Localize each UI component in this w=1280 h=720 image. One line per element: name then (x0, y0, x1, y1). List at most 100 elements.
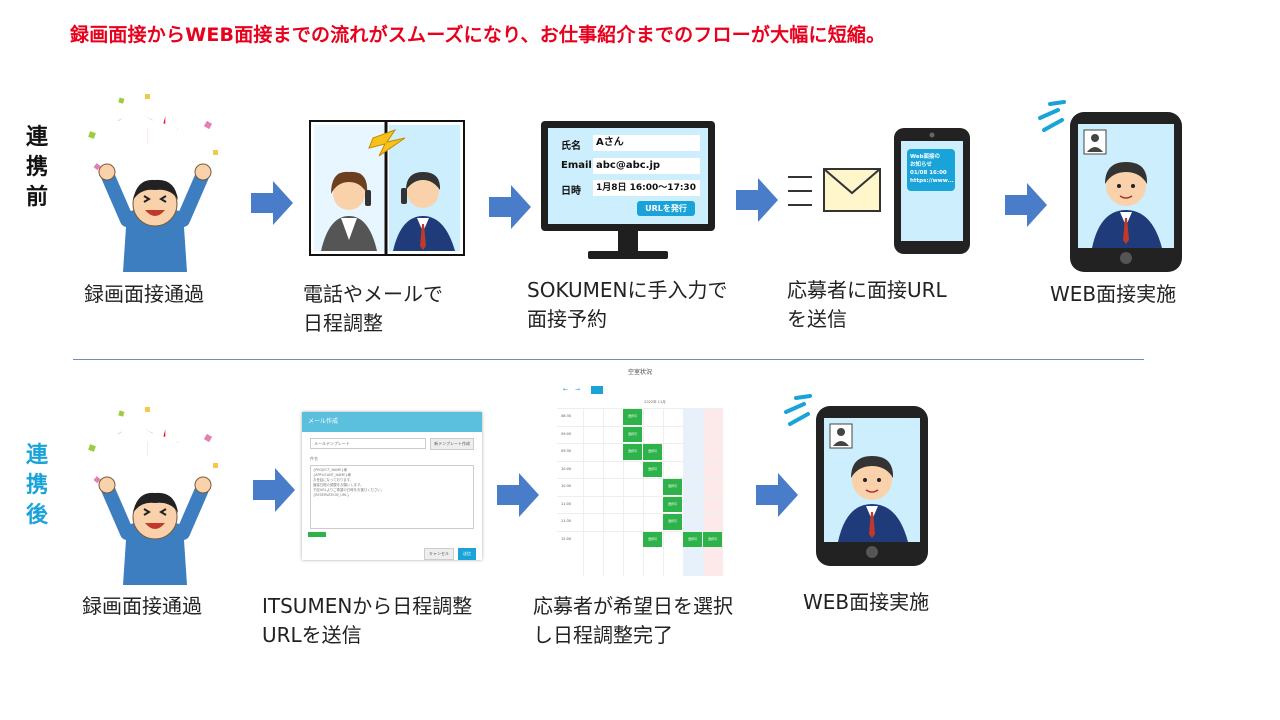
calendar-available-slot[interactable]: 選択可 (623, 426, 642, 442)
calendar-available-slot[interactable]: 選択可 (623, 444, 642, 460)
calendar-day-column (623, 408, 644, 576)
calendar-available-slot[interactable]: 選択可 (643, 531, 662, 547)
sms-message: Web面接の お知らせ 01/08 16:00 https://www... (910, 153, 956, 185)
tablet-video-interview-illustration (782, 394, 932, 566)
caption-line: 電話やメールで (303, 282, 443, 306)
today-button[interactable] (591, 386, 603, 394)
monitor-form-illustration: 氏名 Email 日時 Aさん abc@abc.jp 1月8日 16:00～17… (541, 121, 715, 263)
flow-arrow (251, 181, 293, 225)
calendar-title: 空室状況 (627, 369, 652, 376)
after-label-char: 連 (25, 443, 48, 468)
headline: 録画面接からWEB面接までの流れがスムーズになり、お仕事紹介までのフローが大幅に… (70, 24, 886, 46)
mail-composer-window: メール作成 メールテンプレート 新テンプレート作成 件名 {PROJECT_NA… (302, 412, 482, 560)
calendar-available-slot[interactable]: 選択可 (703, 531, 722, 547)
calendar-day-column (603, 408, 624, 576)
calendar-time-label: 11:30 (561, 519, 572, 523)
before-step5-caption: WEB面接実施 (1050, 280, 1176, 309)
calendar-row-line (557, 460, 723, 462)
caption-line: 応募者に面接URL (787, 278, 947, 302)
cancel-button[interactable]: キャンセル (424, 548, 454, 560)
calendar-time-label: 11:00 (561, 501, 572, 506)
sms-line: お知らせ (910, 162, 932, 168)
flow-arrow (756, 473, 798, 517)
before-label-char: 連 (25, 125, 48, 150)
attach-badge (308, 532, 326, 537)
caption-line: SOKUMENに手入力で (527, 278, 728, 302)
calendar-time-label: 10:30 (561, 484, 572, 488)
calendar-available-slot[interactable]: 選択可 (663, 514, 682, 530)
after-row-label: 連 携 後 (22, 441, 52, 531)
before-label-char: 前 (25, 185, 48, 210)
body-line: 面接日程の調整をお願いします。 (313, 483, 364, 487)
caption-line: 応募者が希望日を選択 (533, 594, 733, 618)
caption-line: 日程調整 (303, 311, 383, 335)
calendar-row-line (557, 495, 723, 497)
after-step4-caption: WEB面接実施 (803, 588, 929, 617)
calendar-available-slot[interactable]: 選択可 (683, 531, 702, 547)
calendar-available-slot[interactable]: 選択可 (643, 444, 662, 460)
smartphone-icon: Web面接の お知らせ 01/08 16:00 https://www... (893, 127, 971, 255)
form-value-datetime: 1月8日 16:00～17:30 (593, 180, 700, 196)
calendar-available-slot[interactable]: 選択可 (623, 409, 642, 425)
tablet-video-interview-illustration (1036, 100, 1186, 272)
form-label: 日時 (561, 186, 581, 197)
mail-body-textarea[interactable]: {PROJECT_NAME}様 {APPLICANT_NAME}様 お世話になっ… (310, 465, 474, 529)
send-button[interactable]: 送信 (458, 548, 476, 560)
body-line: 下記URLよりご希望の日時をお選びください。 (313, 488, 385, 492)
calendar-row-line (557, 513, 723, 514)
flow-arrow (253, 468, 295, 512)
caption-line: WEB面接実施 (803, 590, 930, 614)
calendar-day-column (683, 408, 704, 576)
before-step1-caption: 録画面接通過 (84, 280, 204, 309)
form-value-email: abc@abc.jp (593, 158, 700, 174)
after-label-char: 後 (25, 503, 48, 528)
body-line: お世話になっております。 (313, 478, 354, 482)
body-line: {PROJECT_NAME}様 (313, 468, 347, 472)
caption-line: を送信 (787, 307, 847, 331)
calendar-row-line (557, 408, 723, 409)
flow-arrow (1005, 183, 1047, 227)
phone-call-illustration (309, 120, 465, 256)
before-step3-caption: SOKUMENに手入力で 面接予約 (527, 276, 728, 334)
calendar-time-label: 10:00 (561, 466, 572, 471)
form-label: 氏名 (561, 141, 581, 152)
calendar-time-label: 12:00 (561, 536, 572, 541)
caption-line: ITSUMENから日程調整 (262, 594, 473, 618)
calendar-available-slot[interactable]: 選択可 (643, 461, 662, 477)
before-step2-caption: 電話やメールで 日程調整 (303, 280, 443, 338)
sms-line: https://www... (910, 178, 954, 184)
template-select[interactable]: メールテンプレート (310, 438, 427, 449)
subject-label: 件名 (310, 456, 318, 461)
caption-line: 面接予約 (527, 307, 607, 331)
sms-line: Web面接の (910, 154, 941, 160)
after-step2-caption: ITSUMENから日程調整 URLを送信 (262, 592, 472, 650)
flow-arrow (497, 473, 539, 517)
passed-candidate-illustration (85, 92, 225, 272)
prev-week-icon[interactable]: ← (563, 386, 569, 393)
calendar-available-slot[interactable]: 選択可 (663, 479, 682, 495)
form-label: Email (561, 160, 592, 171)
calendar-day-column (703, 408, 723, 576)
issue-url-button[interactable]: URLを発行 (637, 201, 695, 216)
new-template-button[interactable]: 新テンプレート作成 (430, 437, 474, 450)
calendar-available-slot[interactable]: 選択可 (663, 496, 682, 512)
calendar-day-column (583, 408, 604, 576)
before-label-char: 携 (25, 155, 48, 180)
calendar-time-label: 09:00 (561, 431, 572, 436)
sms-line: 01/08 16:00 (910, 170, 947, 176)
caption-line: し日程調整完了 (533, 623, 673, 647)
flow-arrow (489, 185, 531, 229)
mail-window-title: メール作成 (302, 412, 482, 432)
calendar-month: 2022年 11月 (644, 400, 666, 404)
calendar-time-label: 09:30 (561, 449, 572, 453)
caption-line: WEB面接実施 (1050, 282, 1177, 306)
calendar-row-line (557, 478, 723, 479)
caption-line: 録画面接通過 (84, 282, 204, 306)
pass-badge: 合格 (112, 100, 200, 153)
passed-candidate-illustration (85, 405, 225, 585)
next-week-icon[interactable]: → (575, 386, 581, 393)
calendar-row-line (557, 530, 723, 532)
after-label-char: 携 (25, 473, 48, 498)
